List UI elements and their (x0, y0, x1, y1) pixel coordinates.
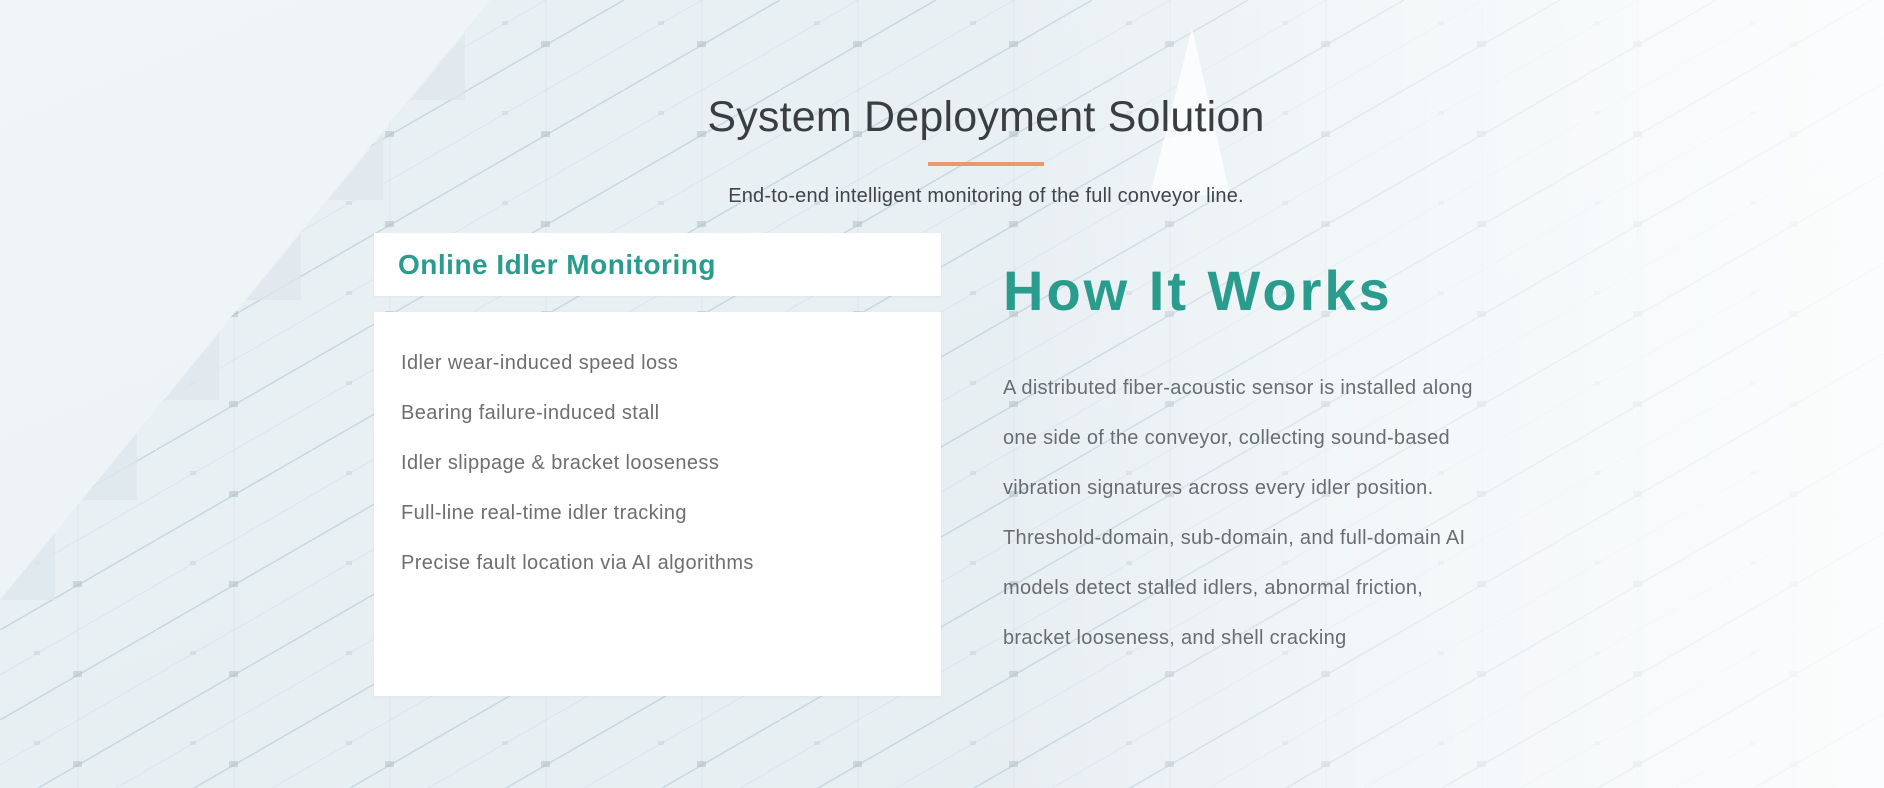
list-item: Precise fault location via AI algorithms (401, 552, 754, 574)
paragraph-line: one side of the conveyor, collecting sou… (1003, 427, 1450, 449)
page-subtitle: End-to-end intelligent monitoring of the… (728, 185, 1244, 207)
card-gap (374, 296, 941, 312)
list-item: Full-line real-time idler tracking (401, 502, 687, 524)
title-divider (928, 162, 1044, 166)
how-it-works-heading: How It Works (1003, 259, 1393, 322)
page-title: System Deployment Solution (707, 93, 1265, 141)
list-item: Bearing failure-induced stall (401, 402, 660, 424)
list-item: Idler slippage & bracket looseness (401, 452, 720, 474)
paragraph-line: bracket looseness, and shell cracking (1003, 627, 1347, 649)
monitoring-card: Online Idler Monitoring Idler wear-induc… (374, 233, 941, 696)
how-it-works-paragraph: A distributed fiber-acoustic sensor is i… (1003, 363, 1623, 663)
card-heading: Online Idler Monitoring (398, 248, 716, 280)
paragraph-line: vibration signatures across every idler … (1003, 477, 1434, 499)
paragraph-line: A distributed fiber-acoustic sensor is i… (1003, 377, 1473, 399)
tab-online-idler-monitoring[interactable]: Online Idler Monitoring (374, 233, 941, 296)
list-item: Idler wear-induced speed loss (401, 352, 679, 374)
monitoring-feature-list: Idler wear-induced speed loss Bearing fa… (374, 312, 941, 696)
paragraph-line: models detect stalled idlers, abnormal f… (1003, 577, 1424, 599)
paragraph-line: Threshold-domain, sub-domain, and full-d… (1003, 527, 1466, 549)
